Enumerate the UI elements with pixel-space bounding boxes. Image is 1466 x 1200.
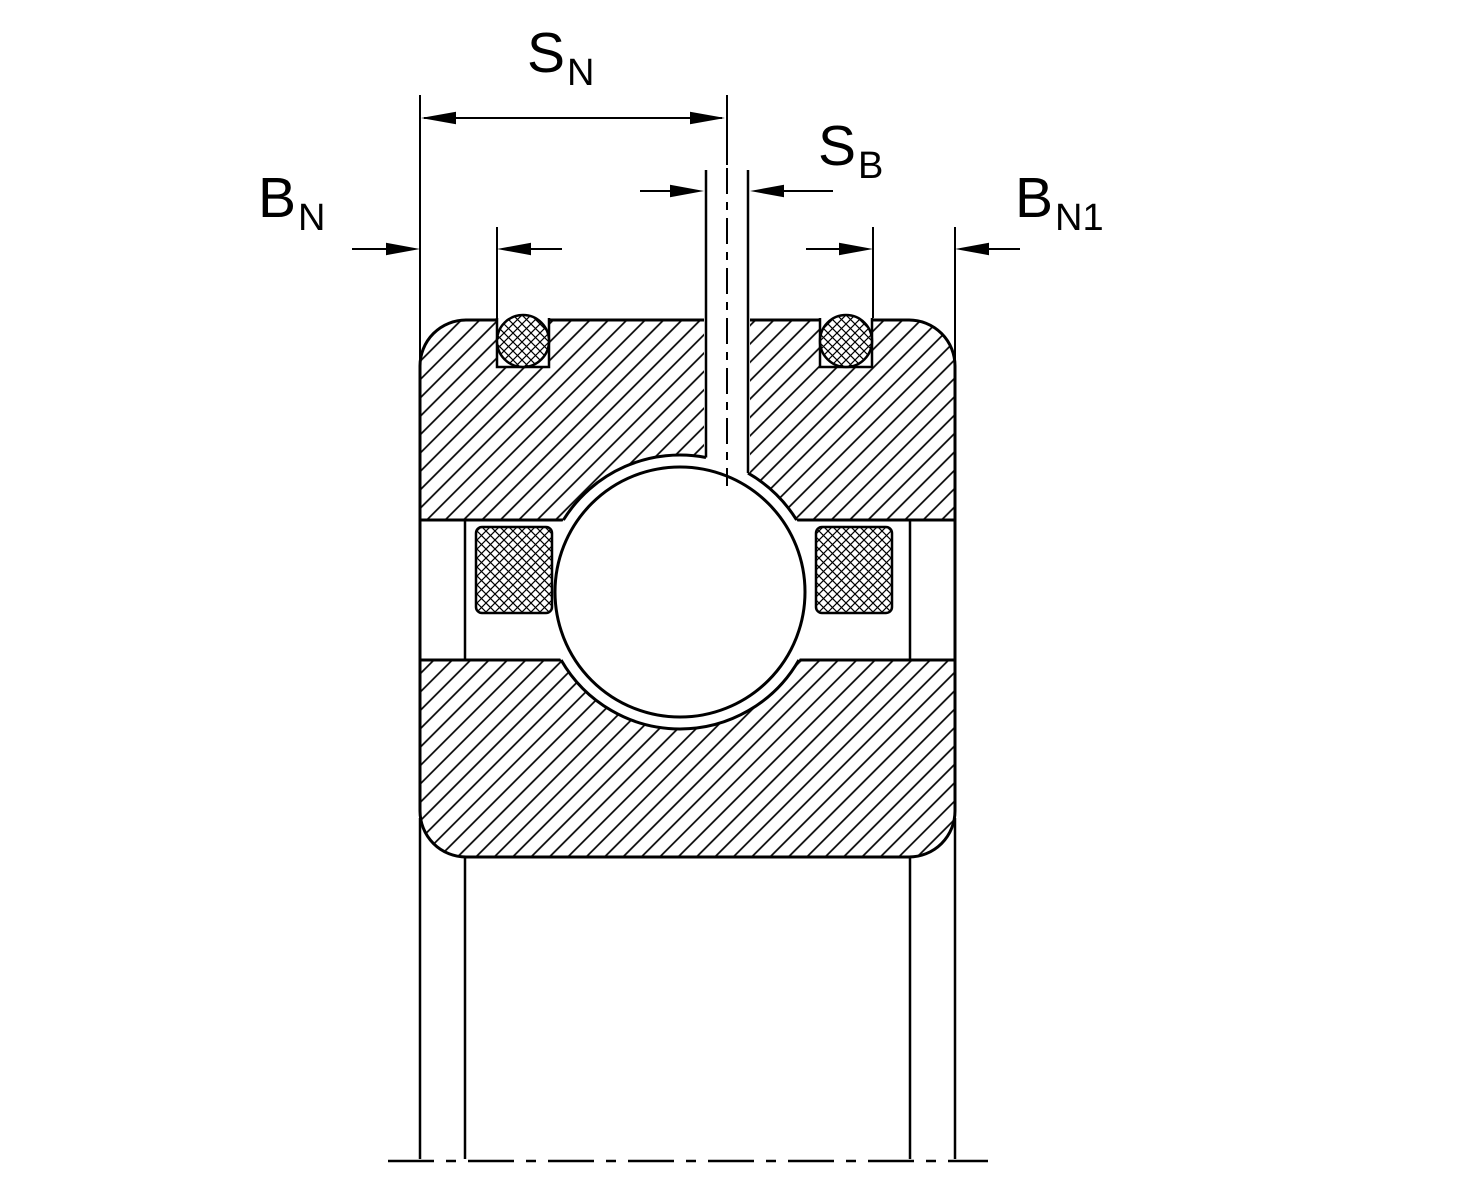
- dimension-sb: [640, 184, 833, 198]
- seal-right: [814, 525, 894, 615]
- label-bn1-main: B: [1015, 166, 1054, 230]
- label-sn: SN: [527, 25, 594, 93]
- seal-left: [474, 525, 554, 615]
- label-bn-main: B: [258, 166, 297, 230]
- dimension-bn: [352, 227, 562, 318]
- label-sn-sub: N: [567, 52, 595, 94]
- label-sb-main: S: [818, 114, 857, 178]
- label-sb: SB: [818, 118, 883, 186]
- label-bn1: BN1: [1015, 170, 1104, 238]
- outer-ring: [418, 318, 957, 522]
- o-ring-left: [495, 313, 551, 369]
- dimension-bn1: [806, 227, 1020, 366]
- o-ring-right: [818, 313, 874, 369]
- bore-lines: [418, 818, 957, 1159]
- label-sn-main: S: [527, 21, 566, 85]
- label-sb-sub: B: [858, 145, 884, 187]
- label-bn-sub: N: [298, 197, 326, 239]
- ball: [553, 465, 807, 719]
- label-bn1-sub: N1: [1055, 197, 1104, 239]
- side-faces: [418, 518, 957, 662]
- dimension-sn: [419, 95, 728, 366]
- lubrication-slot: [704, 170, 750, 473]
- label-bn: BN: [258, 170, 325, 238]
